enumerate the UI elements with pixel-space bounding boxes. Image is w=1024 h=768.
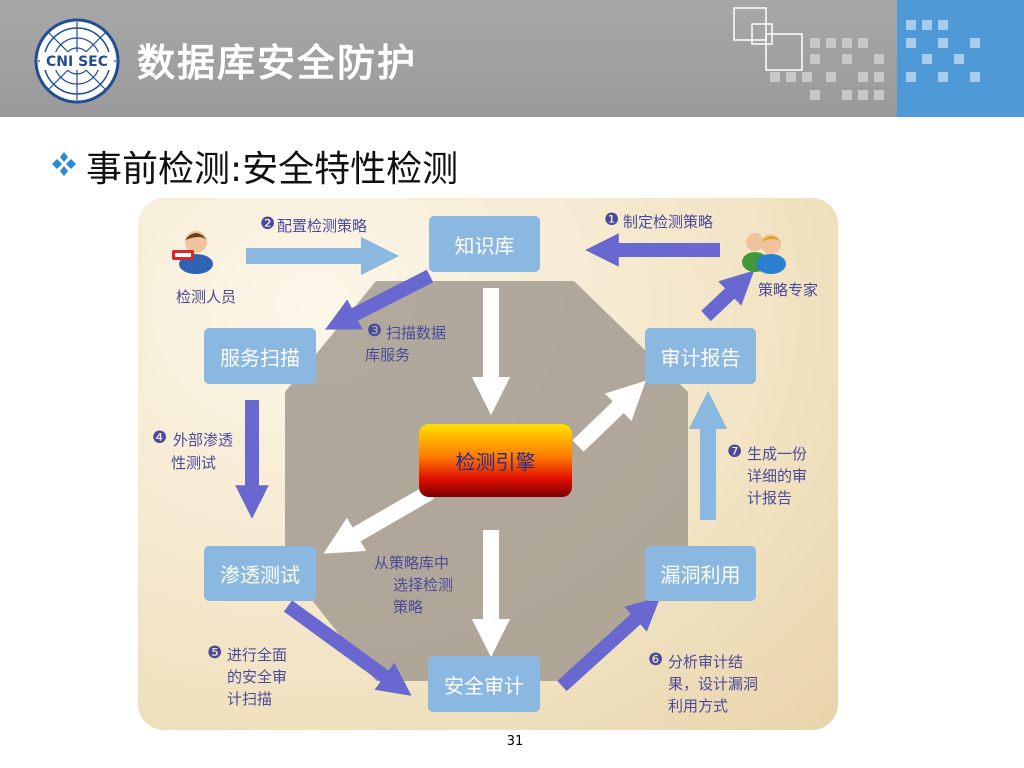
step-4-text-line2: 性测试 bbox=[171, 454, 217, 472]
expert-label: 策略专家 bbox=[758, 281, 819, 299]
step-4-number: ❹ bbox=[152, 428, 168, 448]
step-1-number: ❶ bbox=[604, 210, 620, 230]
arrow-kb-to-scan bbox=[325, 269, 434, 330]
step-7-text-line1: 生成一份 bbox=[747, 445, 808, 463]
header-bar bbox=[0, 0, 1024, 117]
step-2-text: 配置检测策略 bbox=[277, 217, 368, 235]
step-6-text-line1: 分析审计结 bbox=[668, 653, 744, 671]
decorative-squares bbox=[733, 7, 980, 100]
step-7-number: ❼ bbox=[727, 442, 743, 462]
step-3-text-line1: 扫描数据 bbox=[386, 324, 447, 342]
step-6-text-line2: 果，设计漏洞 bbox=[668, 675, 759, 693]
diamond-bullet-icon bbox=[52, 152, 76, 176]
strategy-note-line3: 策略 bbox=[393, 598, 424, 616]
step-7-text-line2: 详细的审 bbox=[747, 467, 808, 485]
arrow-engine-to-report bbox=[572, 380, 646, 452]
node-penetration-test: 渗透测试 bbox=[204, 546, 316, 601]
step-5-text-line3: 计扫描 bbox=[227, 690, 273, 708]
arrow-pentest-to-audit bbox=[283, 600, 412, 696]
arrow-audit-to-exploit bbox=[557, 596, 661, 692]
section-subtitle: 事前检测:安全特性检测 bbox=[86, 149, 459, 190]
page-number: 31 bbox=[506, 734, 524, 749]
inspector-label: 检测人员 bbox=[176, 288, 237, 306]
node-security-audit: 安全审计 bbox=[428, 656, 540, 712]
step-2-number: ❷ bbox=[260, 214, 276, 234]
step-5-text-line1: 进行全面 bbox=[227, 646, 288, 664]
step-1-text: 制定检测策略 bbox=[623, 213, 714, 231]
arrow-engine-to-pentest bbox=[323, 485, 435, 554]
step-5-number: ❺ bbox=[207, 643, 223, 663]
step-3-text-line2: 库服务 bbox=[365, 346, 411, 364]
inspector-person-icon bbox=[172, 231, 213, 274]
node-knowledge-base: 知识库 bbox=[429, 216, 540, 272]
step-6-text-line3: 利用方式 bbox=[668, 697, 729, 715]
strategy-note-line2: 选择检测 bbox=[393, 576, 454, 594]
node-audit-report: 审计报告 bbox=[645, 328, 756, 384]
step-5-text-line2: 的安全审 bbox=[227, 668, 288, 686]
step-4-text-line1: 外部渗透 bbox=[173, 431, 234, 449]
step-3-number: ❸ bbox=[367, 321, 383, 341]
strategy-note-line1: 从策略库中 bbox=[374, 554, 450, 572]
page-title: 数据库安全防护 bbox=[137, 41, 418, 85]
step-7-text-line3: 计报告 bbox=[747, 489, 793, 507]
arrow-to-expert bbox=[701, 270, 755, 322]
node-exploit: 漏洞利用 bbox=[645, 546, 756, 601]
logo-text: CNI SEC bbox=[46, 54, 108, 70]
cnisec-logo: CNI SEC bbox=[34, 18, 120, 104]
node-service-scan: 服务扫描 bbox=[204, 328, 316, 384]
node-detection-engine: 检测引擎 bbox=[419, 424, 572, 497]
expert-people-icon bbox=[742, 233, 786, 274]
step-6-number: ❻ bbox=[648, 650, 664, 670]
